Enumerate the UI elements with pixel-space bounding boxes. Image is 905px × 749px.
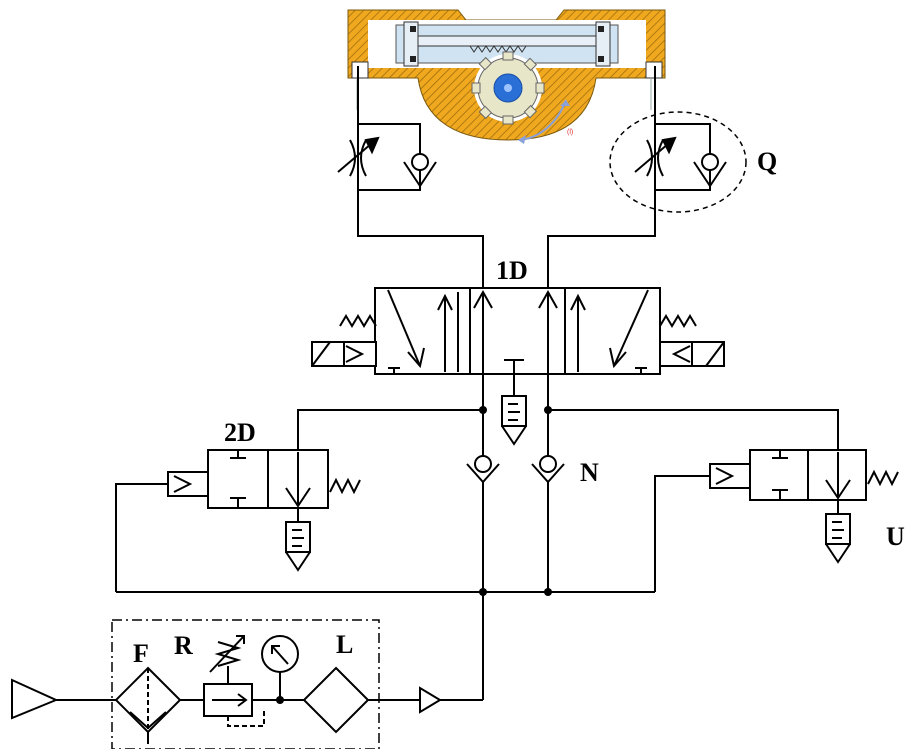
- label-q: Q: [757, 147, 778, 176]
- throttle-valve-icon: [634, 136, 677, 177]
- rack-pinion-actuator-icon: [347, 9, 666, 144]
- check-valve-icon: [466, 455, 500, 484]
- exhaust-silencer-icon: [285, 521, 311, 572]
- pilot-valve-icon: [709, 449, 899, 514]
- label-1d: 1D: [496, 256, 528, 285]
- highlight-circle-q: [609, 111, 747, 213]
- label-f: F: [133, 639, 149, 668]
- rotation-mark: (l): [567, 129, 573, 136]
- solenoid-valve-icon: [311, 287, 725, 375]
- check-valve-icon: [403, 153, 437, 188]
- label-n: N: [580, 458, 599, 487]
- label-r: R: [174, 631, 193, 660]
- frl-unit-icon: [11, 619, 483, 749]
- label-l: L: [336, 630, 354, 659]
- check-valve-icon: [693, 153, 727, 188]
- exhaust-silencer-icon: [825, 513, 851, 564]
- label-u: U: [886, 522, 905, 551]
- exhaust-silencer-icon: [501, 374, 527, 446]
- label-2d: 2D: [224, 418, 256, 447]
- junction-dots: [276, 406, 552, 704]
- check-valve-icon: [531, 455, 565, 484]
- throttle-valve-icon: [337, 136, 380, 177]
- pilot-valve-icon: [167, 449, 361, 522]
- pipes-middle: [115, 374, 839, 700]
